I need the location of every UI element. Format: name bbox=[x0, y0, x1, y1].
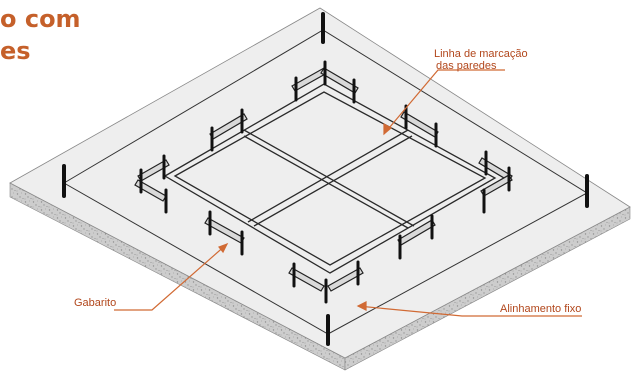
label-fixed-alignment: Alinhamento fixo bbox=[500, 303, 581, 315]
wall-marking-grid bbox=[163, 83, 497, 274]
fixed-alignment-arrowhead bbox=[356, 301, 367, 311]
concrete-slab bbox=[9, 7, 631, 371]
wall-marking-arrowhead bbox=[383, 122, 393, 136]
leader-lines bbox=[114, 69, 582, 317]
label-gabarito: Gabarito bbox=[74, 297, 116, 309]
label-wall-marking-line-1: Linha de marcação bbox=[434, 48, 528, 60]
label-wall-marking-line-2: das paredes bbox=[436, 60, 497, 72]
gabarito-stakes bbox=[139, 60, 511, 304]
gabarito-arrowhead bbox=[218, 242, 229, 254]
wall-marking-leader bbox=[383, 69, 505, 135]
fixed-alignment-leader bbox=[357, 305, 582, 317]
gabarito-leader bbox=[114, 243, 228, 311]
heading-line-2: es bbox=[0, 37, 31, 65]
heading-line-1: o com bbox=[0, 5, 81, 33]
corner-rods bbox=[62, 12, 589, 346]
slab-top bbox=[9, 7, 631, 359]
